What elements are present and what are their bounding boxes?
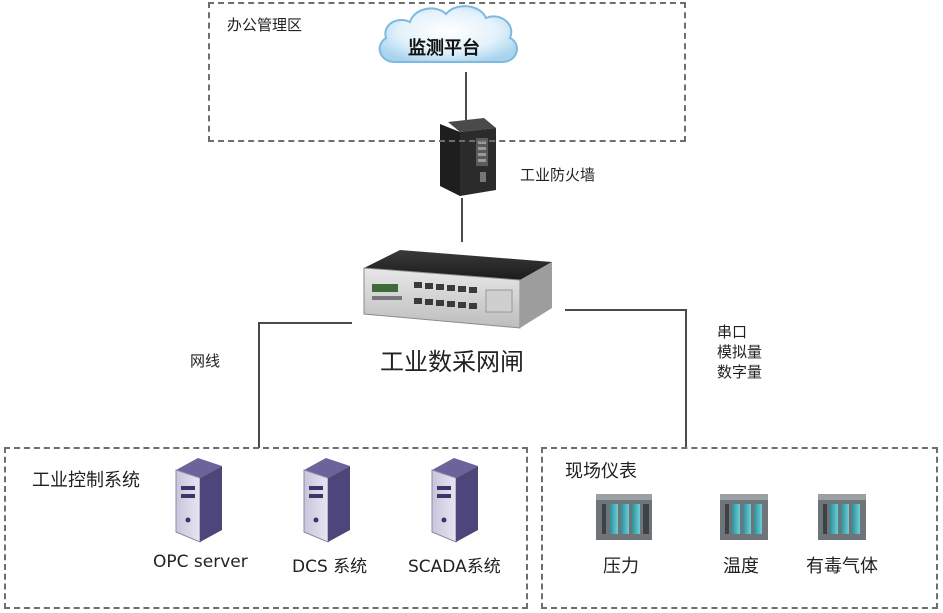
instrument-label-toxic-gas: 有毒气体	[806, 556, 878, 577]
instrument-label-temperature: 温度	[723, 556, 759, 577]
link-right-label-2: 模拟量	[717, 343, 763, 361]
link-right-label-3: 数字量	[717, 363, 763, 381]
plc-icon-temperature	[720, 494, 768, 540]
gateway-field-line	[565, 309, 687, 448]
office-zone	[208, 2, 686, 142]
link-right-label-1: 串口	[717, 323, 748, 341]
field-instrument-zone	[541, 447, 938, 609]
connection-lines	[258, 72, 687, 448]
server-label-opc: OPC server	[153, 552, 248, 572]
firewall-icon	[440, 118, 496, 196]
cloud-label: 监测平台	[408, 38, 480, 59]
server-label-scada: SCADA系统	[408, 557, 501, 577]
server-icon-scada	[431, 458, 478, 543]
plc-icon-pressure	[596, 494, 652, 540]
link-left-label: 网线	[190, 352, 221, 370]
gateway-device-icon	[363, 250, 552, 329]
office-zone-label: 办公管理区	[227, 16, 303, 34]
control-zone-label: 工业控制系统	[32, 470, 140, 491]
gateway-control-line	[258, 322, 352, 448]
server-icon-opc	[175, 458, 222, 543]
plc-icon-toxic-gas	[818, 494, 866, 540]
cloud-icon	[378, 5, 518, 63]
firewall-label: 工业防火墙	[520, 166, 596, 184]
field-zone-label: 现场仪表	[565, 461, 637, 482]
instrument-label-pressure: 压力	[603, 556, 639, 577]
server-icon-dcs	[303, 458, 350, 543]
control-system-zone	[4, 447, 528, 609]
gateway-label: 工业数采网闸	[380, 348, 524, 376]
server-label-dcs: DCS 系统	[292, 557, 368, 577]
